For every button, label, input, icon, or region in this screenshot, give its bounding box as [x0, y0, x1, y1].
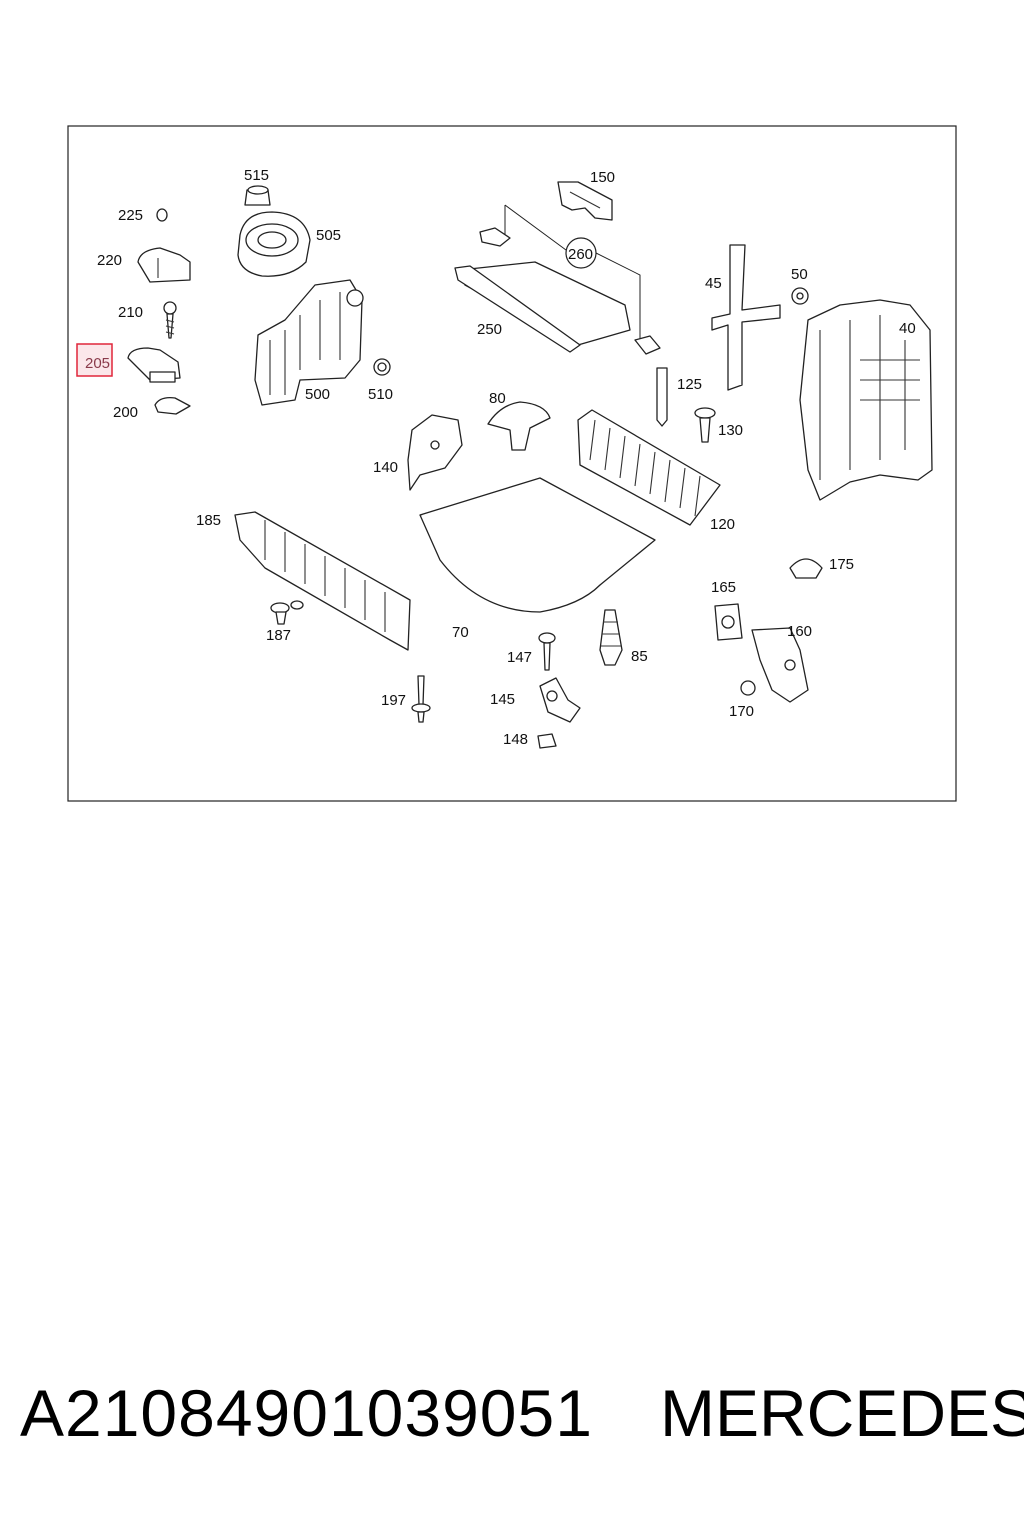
- part-170-nut: [740, 680, 756, 696]
- callout-147: 147: [507, 649, 532, 666]
- part-80-hook: [487, 401, 551, 451]
- callout-145: 145: [490, 691, 515, 708]
- callout-165: 165: [711, 579, 736, 596]
- callout-185: 185: [196, 512, 221, 529]
- callout-130: 130: [718, 422, 743, 439]
- callout-510: 510: [368, 386, 393, 403]
- callout-120: 120: [710, 516, 735, 533]
- callout-220: 220: [97, 252, 122, 269]
- diagram-frame: [67, 125, 957, 802]
- callout-160: 160: [787, 623, 812, 640]
- part-500-bracket: [254, 279, 364, 406]
- part-515-cap: [244, 185, 271, 206]
- callout-148: 148: [503, 731, 528, 748]
- part-175-grommet: [789, 558, 823, 579]
- part-147-screw: [538, 632, 556, 671]
- part-220-cover: [137, 247, 191, 283]
- callout-187: 187: [266, 627, 291, 644]
- callout-260: 260: [568, 246, 593, 263]
- callout-40: 40: [899, 320, 916, 337]
- part-187-pushpin: [270, 600, 304, 625]
- callout-205: 205: [85, 355, 110, 372]
- callout-50: 50: [791, 266, 808, 283]
- callout-70: 70: [452, 624, 469, 641]
- callout-80: 80: [489, 390, 506, 407]
- part-250-cover: [454, 227, 661, 355]
- part-505-holder: [237, 211, 311, 277]
- part-125-rod: [656, 367, 668, 427]
- callout-150: 150: [590, 169, 615, 186]
- callout-250: 250: [477, 321, 502, 338]
- part-205-bracket: [127, 347, 181, 383]
- part-85-bumpstop: [599, 609, 623, 666]
- part-145-clamp: [539, 677, 581, 723]
- callout-505: 505: [316, 227, 341, 244]
- part-150-bracket: [557, 181, 613, 221]
- callout-260-group: [504, 204, 641, 340]
- footer-caption: A2108490103905​1 MERCEDES: [0, 1380, 1024, 1470]
- callout-225: 225: [118, 207, 143, 224]
- part-45-bracket: [711, 244, 781, 391]
- callout-170: 170: [729, 703, 754, 720]
- callout-85: 85: [631, 648, 648, 665]
- part-120-panel: [577, 409, 721, 526]
- part-130-pushpin: [694, 407, 716, 443]
- part-160-latch: [751, 627, 809, 703]
- part-210-screw: [163, 301, 177, 339]
- part-70-floor: [419, 477, 656, 613]
- highlight-box-205: [76, 343, 113, 377]
- callout-197: 197: [381, 692, 406, 709]
- callout-125: 125: [677, 376, 702, 393]
- part-200-clip: [154, 397, 191, 415]
- part-197-bolt: [411, 675, 431, 723]
- part-40-housing: [799, 299, 933, 501]
- part-number-text: A2108490103905​1: [20, 1376, 593, 1450]
- part-185-panel: [234, 511, 411, 651]
- part-165-cover: [714, 603, 743, 641]
- callout-45: 45: [705, 275, 722, 292]
- callout-500: 500: [305, 386, 330, 403]
- part-50-nut: [791, 287, 809, 305]
- part-148-nut: [537, 733, 557, 749]
- callout-200: 200: [113, 404, 138, 421]
- callout-210: 210: [118, 304, 143, 321]
- callout-140: 140: [373, 459, 398, 476]
- brand-text: MERCEDES: [660, 1376, 1024, 1450]
- callout-175: 175: [829, 556, 854, 573]
- callout-515: 515: [244, 167, 269, 184]
- part-225-nut: [156, 208, 168, 222]
- part-140-bracket: [407, 414, 463, 491]
- part-510-nut: [373, 358, 391, 376]
